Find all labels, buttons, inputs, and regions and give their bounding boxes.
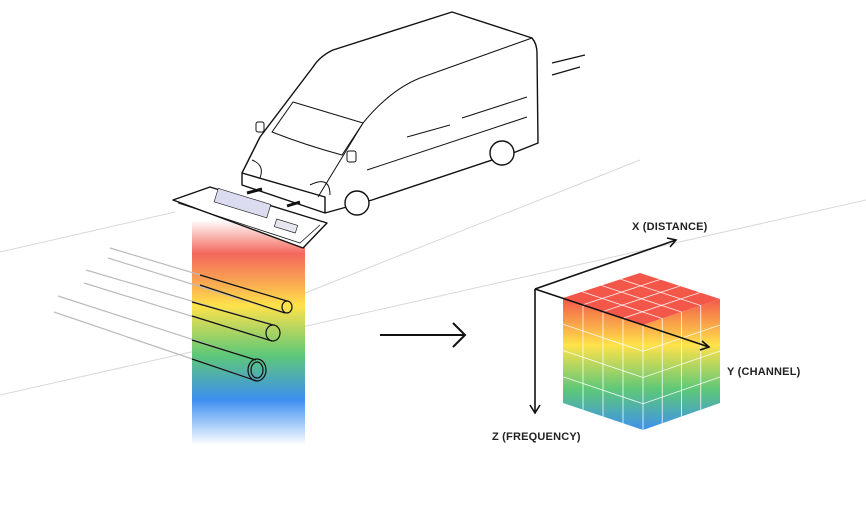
gpr-sensor-plate [172, 186, 328, 249]
y-axis-label: Y (CHANNEL) [727, 366, 801, 378]
cube-grid-line [562, 350, 644, 378]
cube-grid-line [642, 350, 721, 378]
van-mirror-right [346, 150, 357, 163]
transform-arrow [380, 322, 467, 348]
cube-grid-line [602, 285, 681, 312]
van-hood [241, 172, 326, 213]
pipe-large [53, 295, 267, 382]
van-headlight-left [251, 159, 262, 179]
speed-lines [551, 54, 586, 76]
pipe-small [107, 247, 293, 314]
radar-scan-band [192, 220, 305, 445]
x-axis-arrow [534, 237, 678, 290]
van-rear-wheel [489, 140, 515, 166]
cube-grid-line [642, 376, 721, 405]
van-windshield [271, 101, 364, 156]
van-headlight-right [309, 181, 331, 196]
van-front-wheel [344, 190, 370, 216]
data-cube [562, 273, 721, 430]
cube-grid-line [622, 292, 701, 319]
van-a-pillar [317, 37, 533, 198]
cube-axes [529, 237, 711, 415]
x-axis-label: X (DISTANCE) [632, 221, 708, 233]
z-axis-label: Z (FREQUENCY) [492, 431, 581, 443]
pipe-medium [83, 269, 281, 342]
cube-grid-line [562, 376, 644, 405]
y-axis-arrow [534, 288, 711, 351]
buried-pipes [53, 247, 293, 382]
van-mirror-left [255, 121, 265, 133]
cube-grid-line [620, 278, 701, 306]
z-axis-arrow [529, 289, 541, 415]
van-illustration [172, 11, 586, 249]
road-lines [0, 159, 866, 396]
